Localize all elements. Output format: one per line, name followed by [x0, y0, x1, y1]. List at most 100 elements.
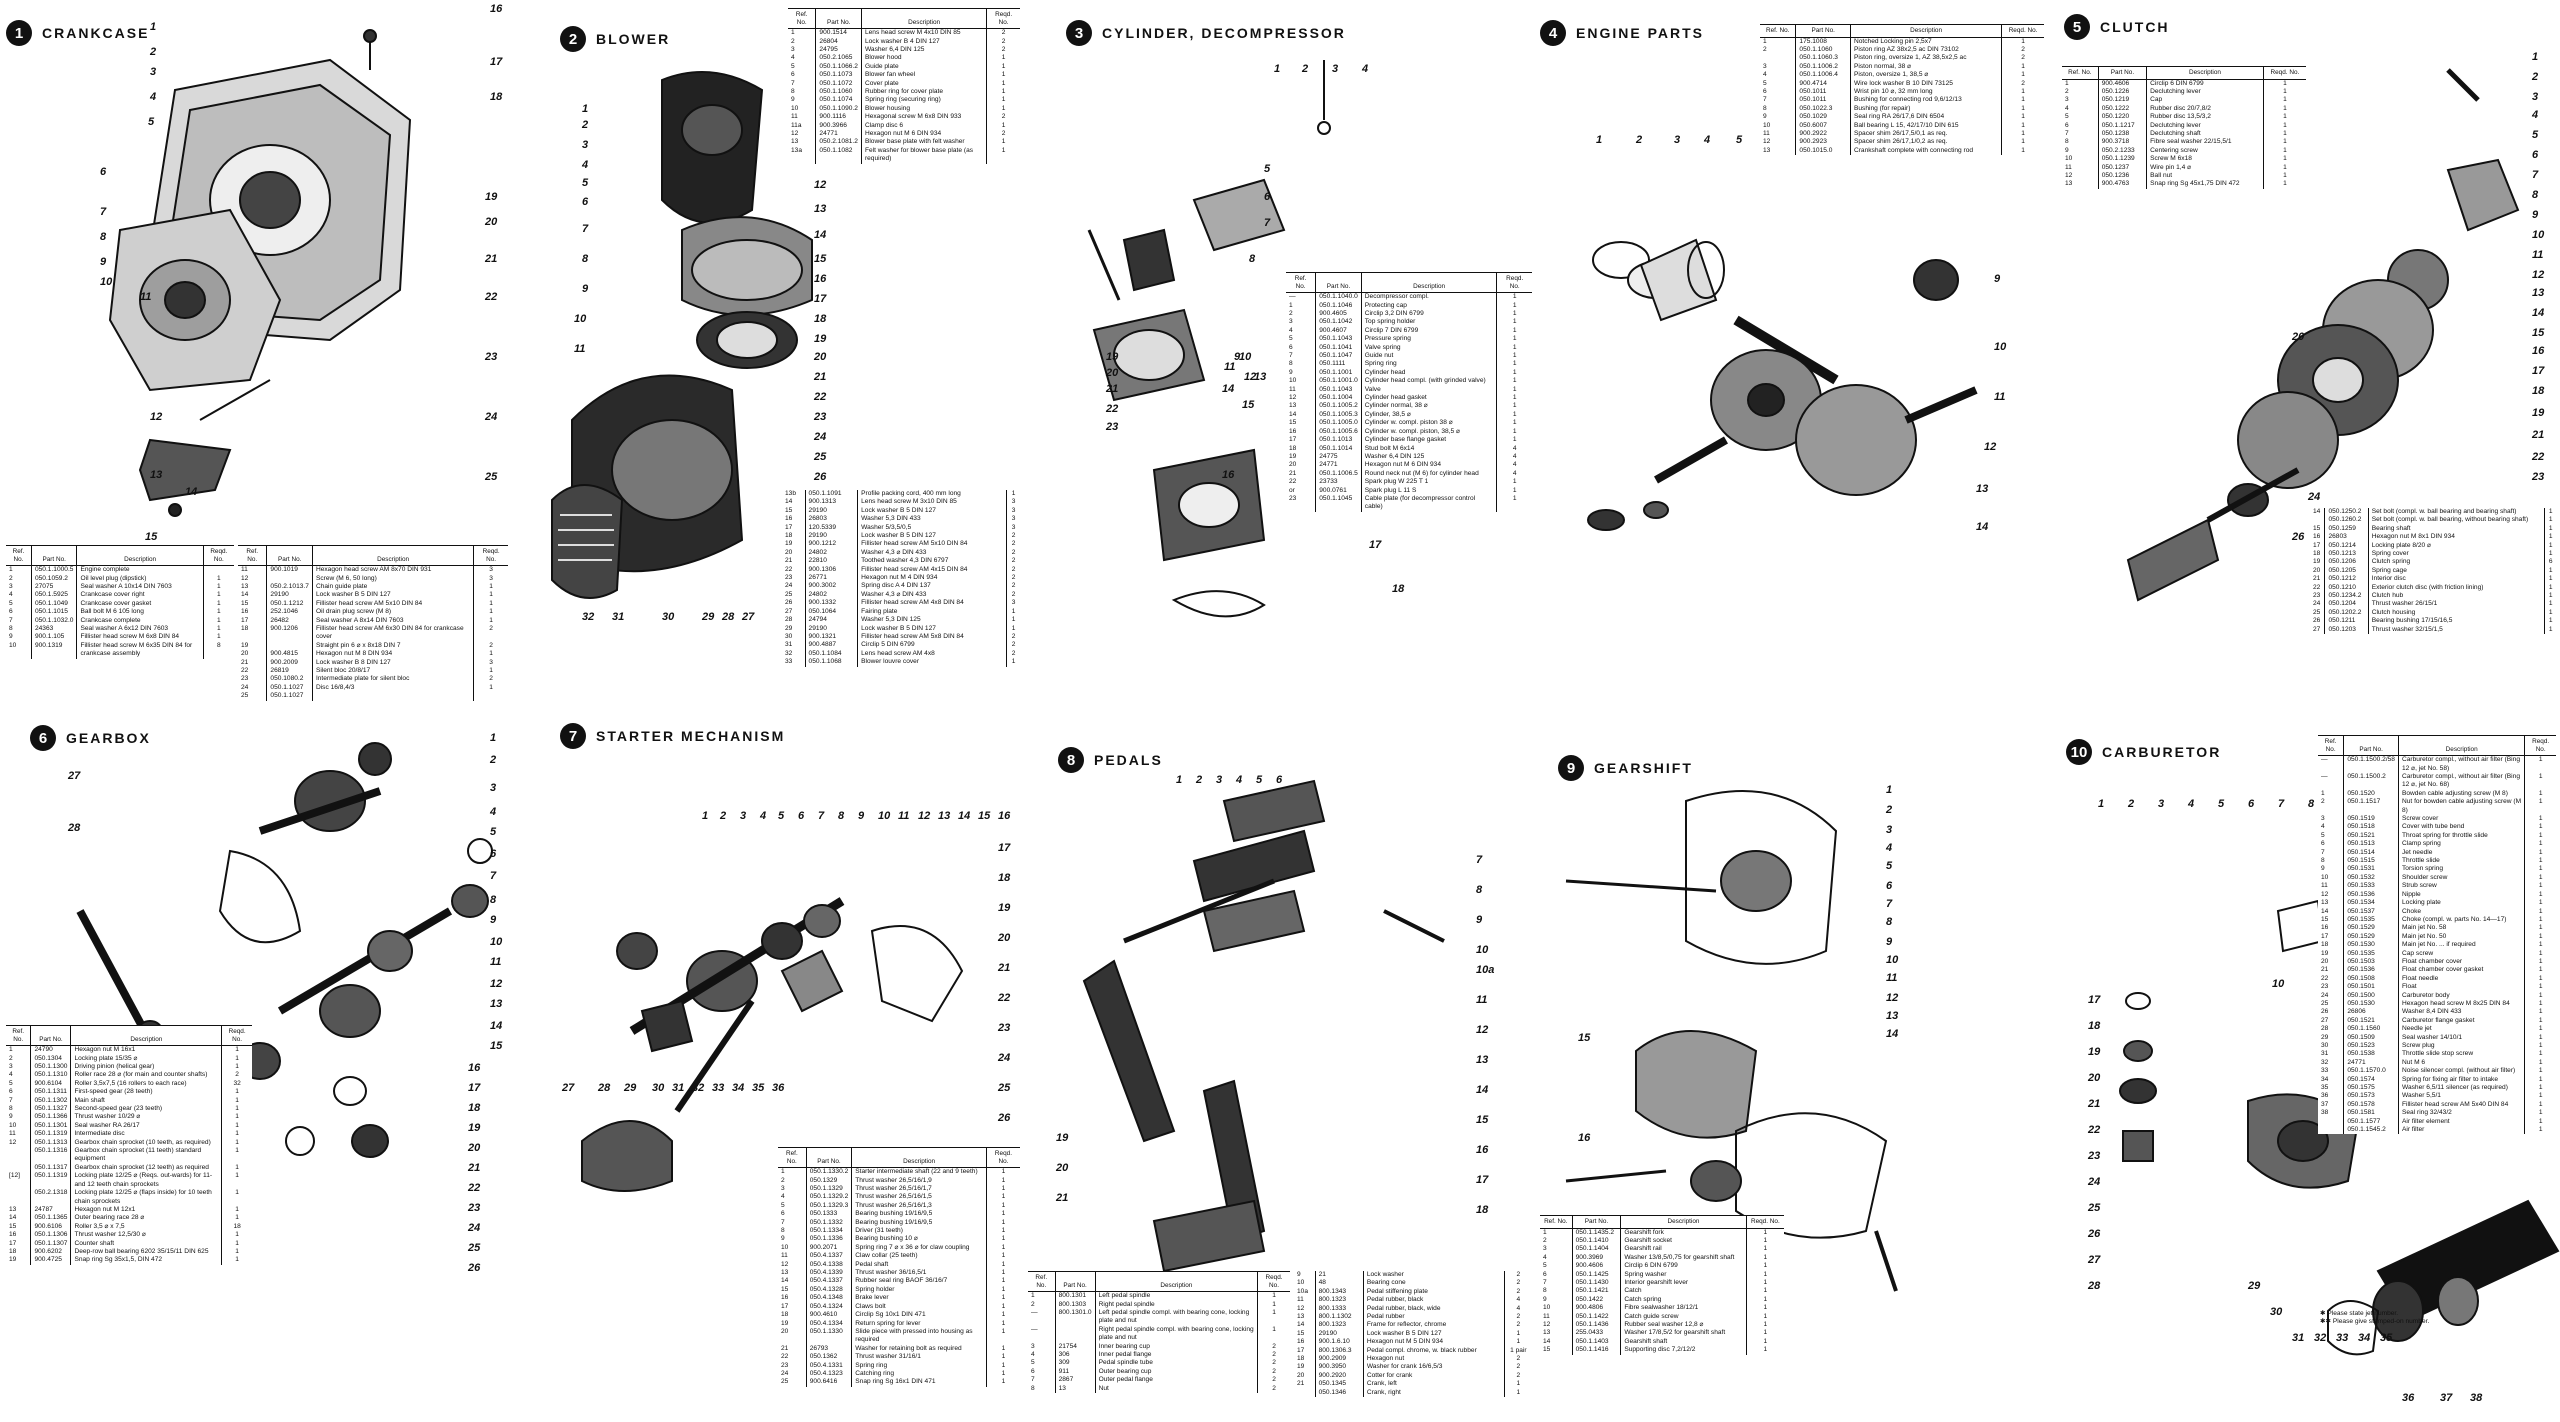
part-no: 050.1515 — [2343, 857, 2399, 866]
callout-label: 18 — [998, 872, 1011, 884]
callout-label: 23 — [2087, 1150, 2100, 1162]
reqd-no: 1 — [2524, 941, 2556, 950]
reqd-no: 1 — [221, 1147, 252, 1164]
description: Washer 5,3 DIN 125 — [857, 616, 1007, 625]
description: Air filter — [2397, 1126, 2525, 1135]
reqd-no: 1 — [986, 71, 1020, 80]
part-no: 050.1.1045 — [1315, 494, 1362, 512]
reqd-no: 1 — [221, 1063, 252, 1072]
ref-no: 13 — [2065, 180, 2073, 188]
description: Cylinder head compl. (with grinded valve… — [1360, 377, 1497, 386]
ref-no: 8 — [1031, 1384, 1035, 1392]
reqd-no: 1 — [221, 1121, 252, 1131]
description: Washer 4,3 ⌀ DIN 433 — [857, 548, 1007, 558]
part-no: 900.4610 — [805, 1311, 852, 1320]
callout-label: 24 — [2307, 491, 2320, 503]
ref-no: 21 — [2321, 966, 2329, 974]
ref-no: 13 — [1297, 1313, 1305, 1321]
part-no: 050.1.1319 — [30, 1172, 71, 1190]
description: Ball bearing L 15, 42/17/10 DIN 615 — [1849, 121, 2002, 131]
reqd-no: 1 — [1257, 1325, 1290, 1343]
callout-label: 7 — [2532, 169, 2539, 181]
description: Declutching lever — [2146, 121, 2264, 131]
part-no: 050.1210 — [2324, 583, 2369, 593]
part-no: 900.2920 — [1314, 1371, 1364, 1381]
reqd-no: 1 — [2524, 1008, 2556, 1017]
callout-label: 16 — [2532, 345, 2545, 357]
part-no: 900.4725 — [30, 1256, 71, 1265]
part-no: 050.1536 — [2343, 890, 2399, 900]
description: Fillister head screw AM 4x8 DIN 84 — [857, 599, 1007, 608]
description: Main jet No. 58 — [2397, 924, 2525, 933]
ref-no: 9 — [1297, 1271, 1301, 1278]
description: Cap screw — [2397, 949, 2525, 958]
ref-no: 5 — [9, 599, 13, 607]
section-number: 7 — [560, 723, 586, 749]
callout-label: 3 — [1886, 824, 1892, 836]
ref-no: 7 — [791, 79, 795, 87]
description: Valve spring — [1360, 343, 1497, 353]
callout-label: 35 — [2380, 1332, 2393, 1344]
ref-no: 24 — [2313, 600, 2321, 608]
ref-no: 3 — [1763, 62, 1767, 70]
reqd-no: 1 — [1745, 1279, 1784, 1288]
description: Centering screw — [2146, 146, 2264, 156]
callout-label: 13 — [2532, 287, 2544, 299]
ref-no: 21 — [1289, 469, 1297, 477]
description: Clutch housing — [2367, 608, 2545, 618]
part-no: 050.1.1570.0 — [2343, 1067, 2399, 1076]
callout-label: 14 — [1222, 383, 1234, 395]
description: Washer 6,4 DIN 125 — [1360, 452, 1497, 462]
reqd-no: 1 — [985, 1353, 1020, 1362]
ref-no: 9 — [9, 633, 13, 641]
callout-label: 19 — [814, 333, 827, 345]
ref-no: 1 — [1289, 301, 1293, 309]
ref-no: 10 — [1289, 377, 1297, 385]
description: Deep-row ball bearing 6202 35/15/11 DIN … — [70, 1247, 222, 1257]
description: Lock washer B 5 DIN 127 — [1362, 1329, 1505, 1339]
description: Float needle — [2397, 974, 2525, 984]
reqd-no: 1 — [1006, 624, 1020, 633]
callout-label: 12 — [814, 179, 826, 191]
callout-label: 5 — [2532, 129, 2539, 141]
description: Bowden cable adjusting screw (M 8) — [2397, 789, 2525, 799]
callout-label: 11 — [898, 810, 909, 822]
ref-no: 4 — [781, 1193, 785, 1201]
ref-no: 8 — [1289, 360, 1293, 368]
description: Lock washer B 8 DIN 127 — [311, 658, 474, 668]
reqd-no: 1 — [2544, 516, 2556, 525]
part-no: 900.3966 — [815, 121, 862, 131]
ref-no: 10 — [1297, 1279, 1305, 1287]
part-no: 306 — [1054, 1351, 1096, 1360]
ref-no: 8 — [2321, 857, 2325, 865]
callout-label: 12 — [490, 978, 502, 990]
part-no: 050.1029 — [1795, 113, 1851, 122]
part-no: 800.1323 — [1314, 1321, 1364, 1330]
part-no: 050.1022.3 — [1795, 104, 1851, 114]
reqd-no: 1 — [2001, 37, 2044, 46]
description: Nut M 6 — [2397, 1058, 2525, 1068]
reqd-no: 4 — [1496, 444, 1532, 453]
part-no: 050.1500 — [2343, 991, 2399, 1000]
reqd-no: 2 — [1006, 548, 1020, 558]
ref-no: 9 — [1543, 1295, 1547, 1303]
section-number: 9 — [1558, 755, 1584, 781]
callout-label: 13 — [938, 810, 950, 822]
reqd-no: 1 — [1745, 1287, 1784, 1296]
ref-no: 16 — [2313, 533, 2321, 541]
part-no: 050.1.1302 — [30, 1096, 71, 1106]
callout-label: 16 — [998, 810, 1011, 822]
part-no: 050.1.1000.5 — [30, 565, 77, 575]
